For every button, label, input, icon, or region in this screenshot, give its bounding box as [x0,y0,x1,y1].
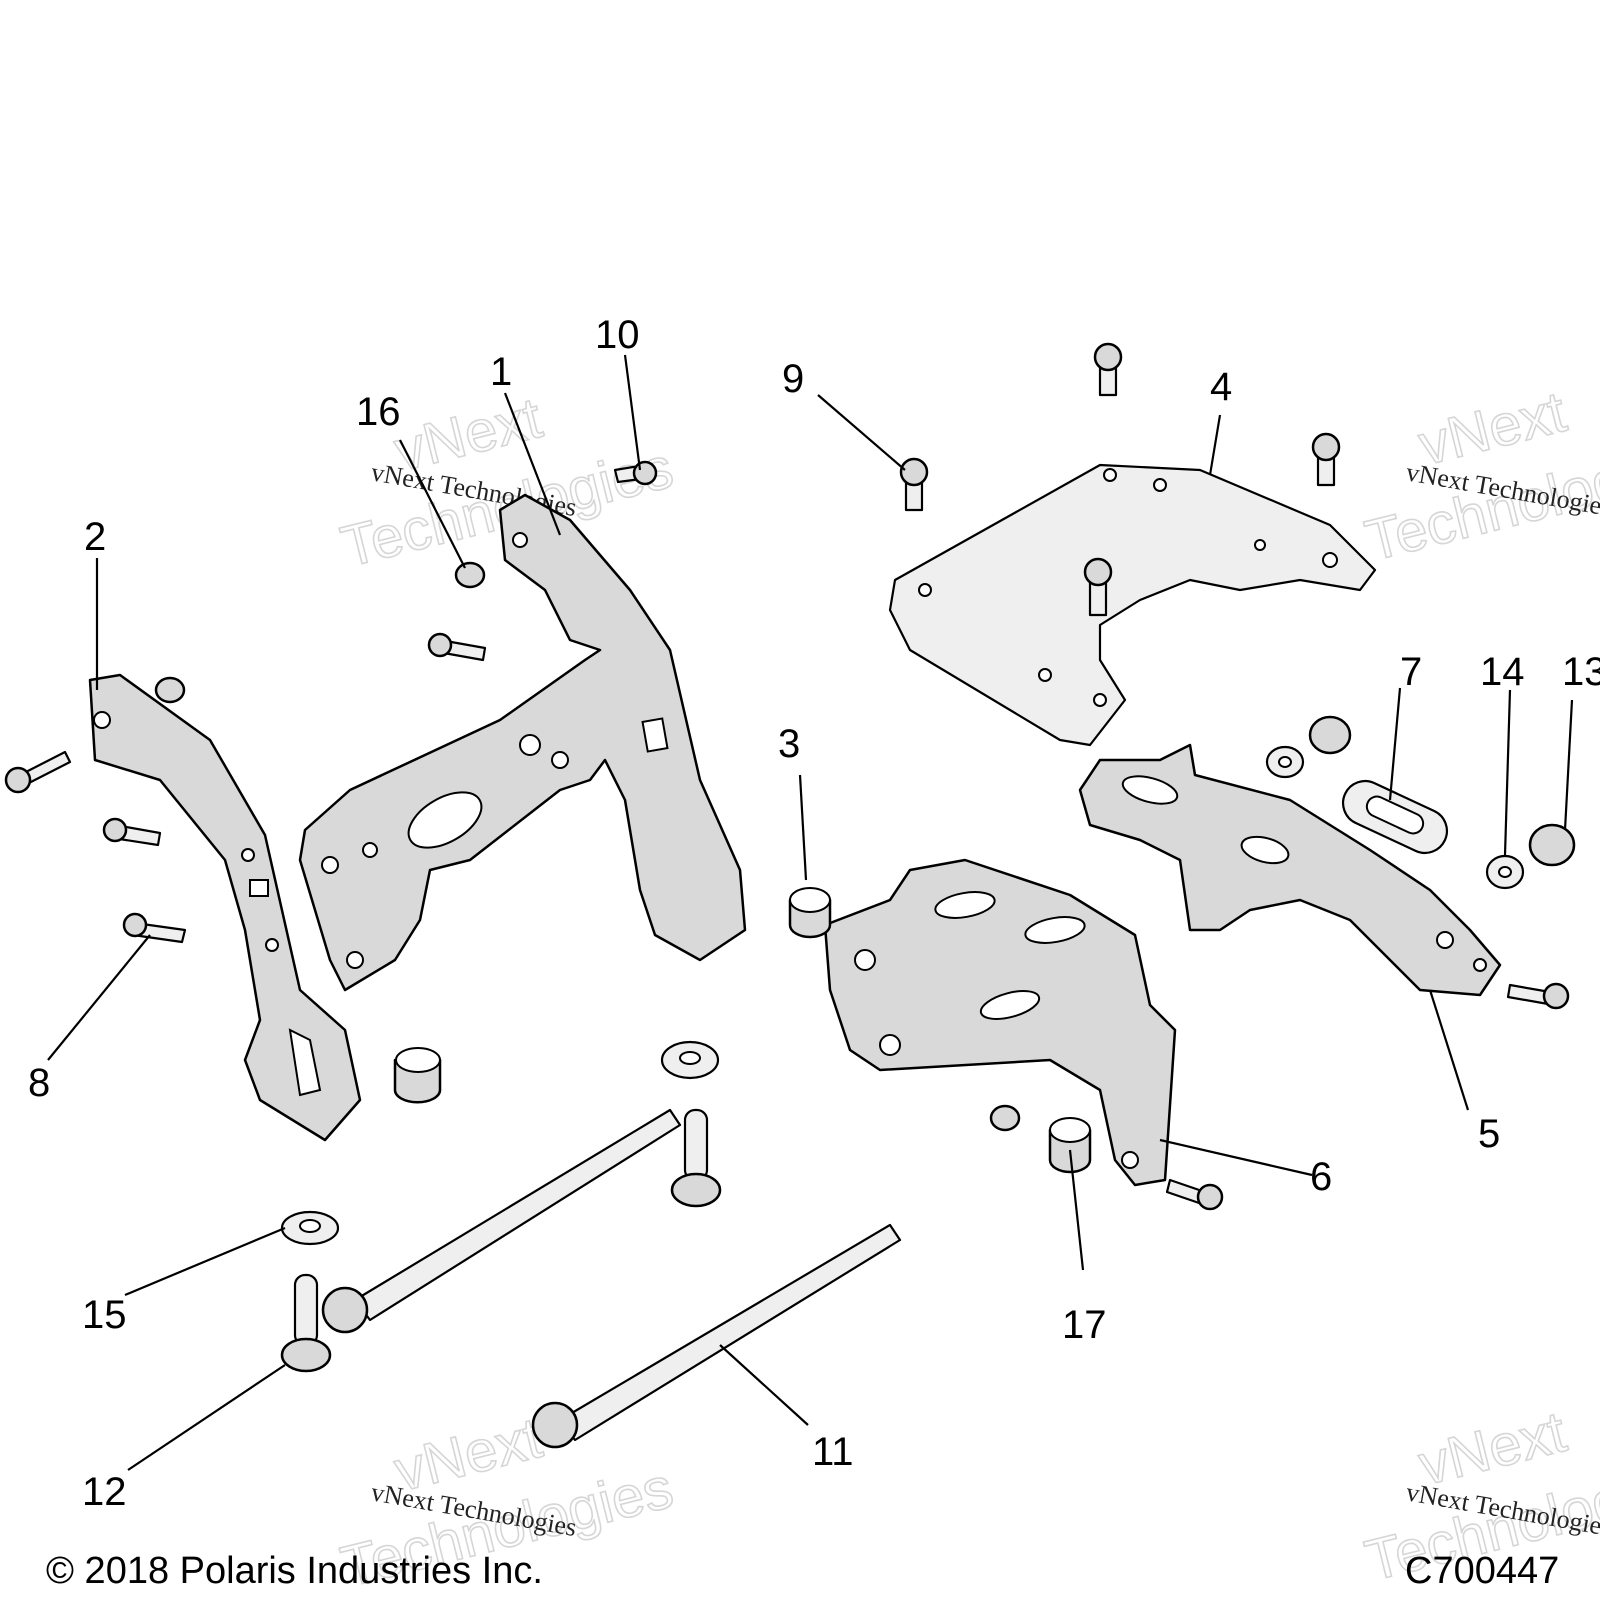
callout-10: 10 [595,313,640,357]
part-top-plate [888,463,1377,747]
callout-5: 5 [1478,1112,1500,1156]
callout-12: 12 [82,1470,127,1514]
callout-2: 2 [84,515,106,559]
part-nut [393,1047,442,1104]
callout-labels: 1 2 3 4 5 6 7 8 9 10 11 12 13 14 15 16 1… [28,313,1600,1514]
drawing-code: C700447 [1405,1550,1560,1592]
callout-8: 8 [28,1061,50,1105]
part-center-frame [298,493,747,992]
callout-14: 14 [1480,650,1525,694]
callout-16: 16 [356,390,401,434]
callout-4: 4 [1210,365,1232,409]
copyright-text: © 2018 Polaris Industries Inc. [46,1550,543,1592]
part-spacer-17 [1048,1117,1092,1174]
part-long-bolt [321,1108,902,1449]
callout-11: 11 [812,1430,854,1474]
leader-lines [47,354,1574,1471]
part-center-right-bracket [823,858,1177,1187]
part-right-lower-bracket [1078,743,1502,997]
callout-1: 1 [490,350,512,394]
part-left-bracket [88,673,362,1142]
part-flange-bolt [280,1108,722,1373]
callout-9: 9 [782,357,804,401]
part-grommet [1341,779,1449,855]
callout-6: 6 [1310,1155,1332,1199]
part-washer [280,745,1525,1246]
callout-17: 17 [1062,1303,1107,1347]
callout-15: 15 [82,1293,127,1337]
part-flange-nut [154,561,1576,1132]
callout-7: 7 [1400,650,1422,694]
part-spacer [788,887,832,939]
part-small-bolts [4,342,1570,1211]
callout-3: 3 [778,722,800,766]
callout-13: 13 [1562,650,1600,694]
